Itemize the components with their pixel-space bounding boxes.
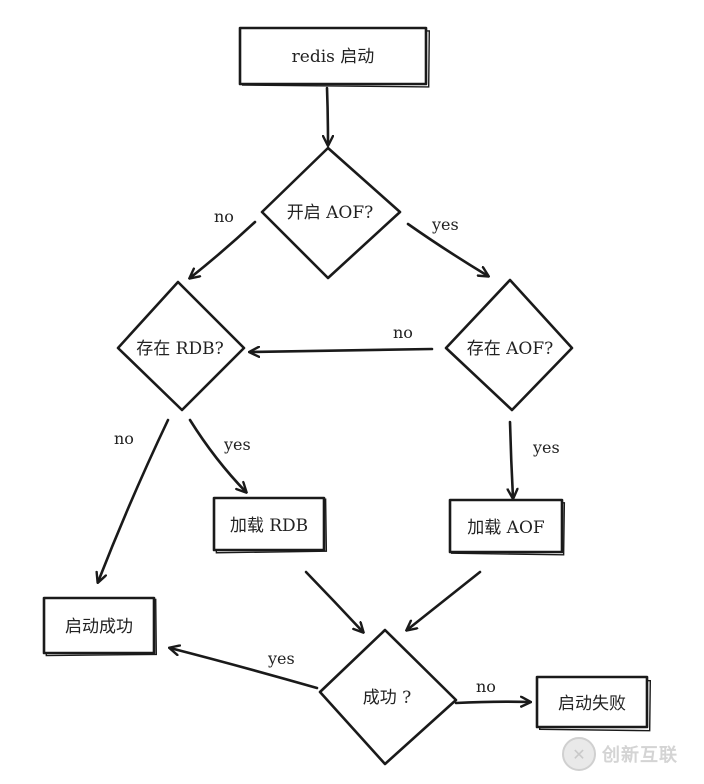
node-load-aof: 加载 AOF	[448, 498, 566, 556]
watermark-text: 创新互联	[602, 745, 678, 766]
label-aof-enabled-no: no	[214, 207, 234, 226]
node-rdb-exists: 存在 RDB?	[116, 280, 246, 412]
label-success-no: no	[476, 677, 496, 696]
edge-aof-exists-no	[250, 349, 434, 352]
node-load-rdb-label: 加载 RDB	[230, 516, 308, 536]
edge-rdb-exists-yes	[188, 418, 246, 492]
node-start-success-label: 启动成功	[65, 617, 133, 637]
node-aof-exists-label: 存在 AOF?	[467, 339, 554, 359]
node-load-aof-label: 加载 AOF	[467, 518, 545, 538]
edge-aof-enabled-no	[190, 220, 257, 278]
edge-labels: no yes no yes no yes yes no	[114, 207, 560, 696]
x-logo-icon: ✕	[562, 737, 596, 771]
node-redis-start-label: redis 启动	[292, 47, 375, 67]
node-aof-exists: 存在 AOF?	[444, 278, 574, 412]
label-success-yes: yes	[267, 649, 295, 668]
node-aof-enabled: 开启 AOF?	[260, 146, 402, 280]
edge-aof-exists-yes	[510, 420, 513, 498]
edge-aof-enabled-yes	[406, 222, 488, 276]
node-success-check-label: 成功 ?	[363, 688, 412, 708]
node-success-check: 成功 ?	[318, 628, 458, 766]
label-aof-exists-yes: yes	[532, 438, 560, 457]
edge-start-to-aof-enabled	[327, 86, 328, 145]
edges	[98, 86, 530, 703]
label-aof-exists-no: no	[393, 323, 413, 342]
node-start-fail: 启动失败	[535, 675, 652, 732]
label-aof-enabled-yes: yes	[431, 215, 459, 234]
node-start-success: 启动成功	[42, 596, 157, 657]
edge-rdb-exists-no	[98, 418, 170, 582]
label-rdb-exists-no: no	[114, 429, 134, 448]
edge-load-rdb-to-success	[304, 570, 363, 632]
node-rdb-exists-label: 存在 RDB?	[136, 339, 223, 359]
node-aof-enabled-label: 开启 AOF?	[287, 203, 374, 223]
node-start-fail-label: 启动失败	[558, 694, 626, 714]
edge-load-aof-to-success	[407, 570, 482, 630]
label-rdb-exists-yes: yes	[223, 435, 251, 454]
edge-success-yes	[170, 648, 319, 690]
watermark: ✕ 创新互联	[562, 734, 704, 774]
node-load-rdb: 加载 RDB	[212, 496, 328, 554]
edge-success-no	[454, 702, 530, 703]
node-redis-start: redis 启动	[238, 26, 430, 88]
